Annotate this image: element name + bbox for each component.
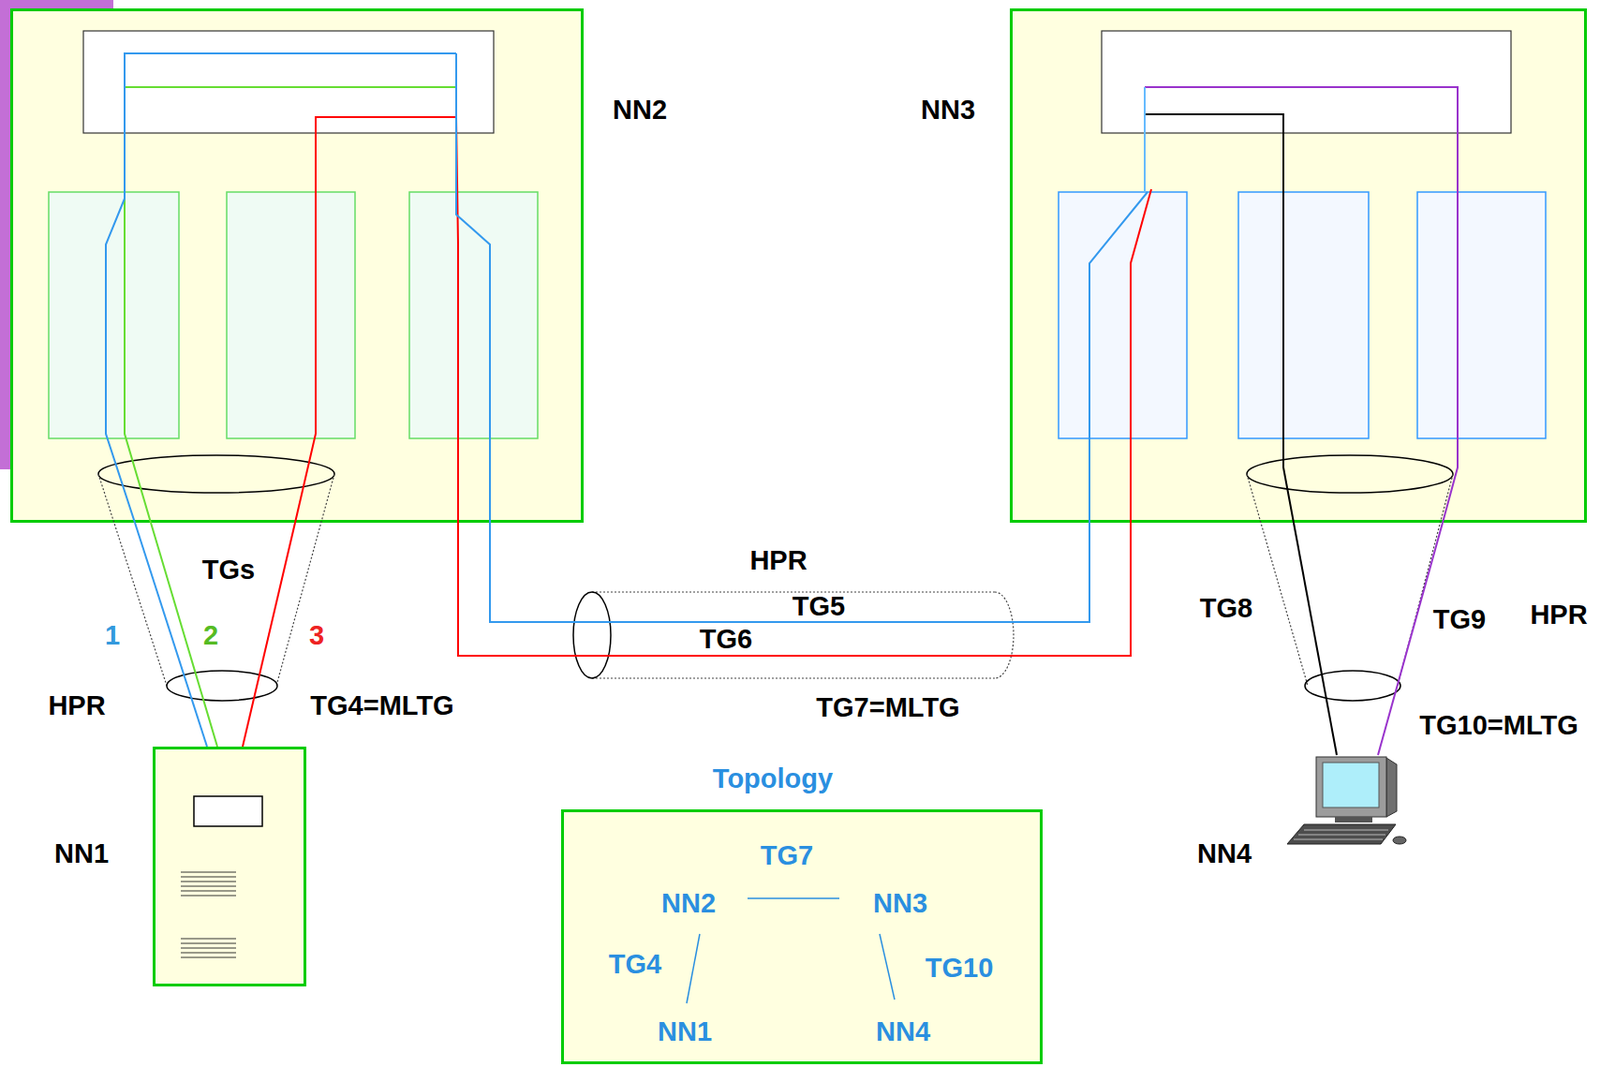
route-line (295, 117, 457, 523)
vent-lines (180, 876, 237, 878)
node-box: NN2 (10, 8, 584, 523)
route-line (1143, 87, 1146, 193)
topology-link (879, 933, 895, 1000)
mouse (1392, 836, 1407, 845)
keyboard-keys (1298, 834, 1386, 836)
link-label: HPR (47, 692, 105, 720)
tg-cone (1246, 474, 1308, 523)
tg-ring (98, 455, 335, 493)
route-line (1089, 192, 1148, 523)
vent-lines (180, 943, 237, 945)
vent-lines (180, 895, 237, 897)
link-line (489, 522, 1090, 623)
link-label: TG6 (699, 625, 753, 653)
route-line (105, 53, 490, 523)
node-name: NN3 (920, 96, 976, 124)
routing-box (1101, 30, 1512, 134)
callout-number: 3 (309, 622, 325, 650)
topology-link (747, 897, 840, 900)
node-internals (1009, 8, 1587, 523)
topology-link (686, 933, 700, 1004)
link-line (1293, 522, 1337, 756)
keyboard-keys (1293, 829, 1389, 840)
tg-ring (1246, 455, 1453, 493)
callout-number: 2 (203, 622, 219, 650)
topology-item: TG7 (760, 842, 814, 870)
tg-cone (1246, 474, 1453, 523)
link-line (458, 522, 1131, 656)
workstation-node: NN4 (1283, 755, 1408, 847)
topology-item: NN1 (657, 1018, 712, 1046)
topology-item: TG4 (608, 950, 662, 978)
keyboard (1287, 824, 1396, 845)
monitor-stand (1334, 816, 1373, 823)
node-name: Topology (712, 765, 833, 793)
route-line (1089, 87, 1458, 523)
route-line (1144, 114, 1294, 523)
link-label: TGs (202, 556, 255, 584)
link-label: HPR (749, 547, 807, 575)
route-line (456, 53, 490, 523)
node-box: NN3 (1009, 8, 1587, 523)
link-label: TG4=MLTG (310, 692, 454, 720)
tg-cone (98, 474, 335, 523)
drive-slot (193, 796, 263, 827)
monitor-side (1386, 757, 1397, 817)
callout-number: 1 (104, 622, 120, 650)
link-label: TG7=MLTG (815, 694, 960, 722)
vent-lines (180, 890, 237, 892)
link-label: TG8 (1200, 594, 1253, 623)
link-label: TG5 (792, 592, 845, 621)
cone-ring (573, 592, 611, 679)
tg-ring (98, 455, 335, 493)
adapter-box (48, 192, 179, 439)
cone-ring (166, 592, 1401, 701)
monitor-screen (1322, 762, 1379, 808)
vent-lines (180, 957, 237, 959)
vent-lines (180, 938, 237, 940)
cone-ring (1304, 670, 1401, 701)
route-line (105, 53, 457, 523)
route-line (124, 87, 457, 523)
link-label: TG10=MLTG (1419, 711, 1578, 740)
hpr-tube (994, 592, 1014, 679)
route-line (1144, 87, 1458, 523)
topology-item: NN3 (873, 889, 928, 918)
node-name: NN2 (612, 96, 667, 124)
node-internals (10, 8, 584, 523)
link-label: TG9 (1433, 606, 1486, 634)
vent-lines (180, 952, 237, 954)
link-label: HPR (1529, 601, 1587, 629)
topology-link (686, 898, 895, 1004)
route-line (1130, 189, 1152, 523)
tg-ring (1246, 455, 1453, 493)
adapter-box (1058, 192, 1187, 439)
node-name: NN1 (54, 840, 109, 868)
adapter-box (1417, 192, 1546, 439)
link-line (134, 522, 208, 747)
vent-lines (180, 872, 237, 874)
monitor (1316, 756, 1387, 817)
hpr-tube (592, 677, 995, 679)
server-box: NN1 (152, 746, 307, 987)
topology-item: TG10 (925, 954, 994, 982)
adapter-box (48, 192, 538, 439)
adapter-box (1238, 192, 1369, 439)
topology-item: NN2 (661, 889, 716, 918)
adapter-box (226, 192, 356, 439)
hpr-tube (592, 592, 1014, 679)
node-name: NN4 (1197, 840, 1252, 868)
keyboard-keys (1303, 829, 1389, 831)
topology-item: NN4 (875, 1018, 931, 1046)
vent-lines (180, 948, 237, 949)
vent-lines (180, 872, 237, 958)
keyboard-keys (1293, 839, 1383, 841)
server-internals (152, 746, 307, 987)
vent-lines (180, 886, 237, 888)
computer-icon (1283, 755, 1408, 847)
vent-lines (180, 881, 237, 883)
topology-panel: TopologyTG7NN2NN3TG4TG10NN1NN4 (561, 809, 1043, 1065)
